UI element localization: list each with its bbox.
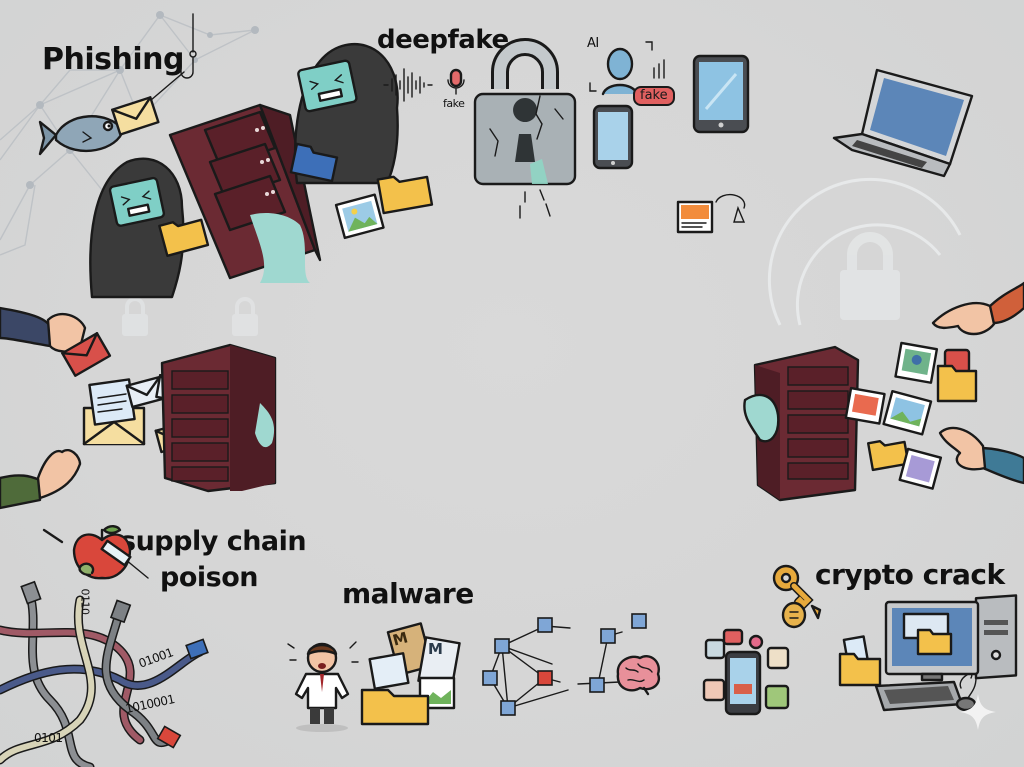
hand-icon	[0, 449, 82, 510]
server-rack-icon	[743, 345, 860, 502]
smartphone-icon	[592, 104, 634, 170]
hand-icon	[938, 426, 1024, 485]
laptop-icon	[832, 68, 974, 178]
server-rack-icon	[160, 343, 277, 493]
hooded-hacker-icon	[89, 157, 185, 299]
folder-icon	[866, 440, 910, 472]
folder-icon	[376, 175, 434, 215]
image-file-icon	[882, 389, 933, 436]
network-graph-icon	[482, 617, 623, 716]
network-graph-icon	[631, 613, 647, 629]
folder-icon	[158, 218, 210, 258]
smartphone-icon	[702, 628, 790, 716]
binary-text: 0101	[34, 731, 63, 745]
crypto-crack-label: crypto crack	[815, 558, 1005, 591]
binary-text: 0110	[78, 588, 92, 615]
fishing-hook-icon	[180, 13, 197, 79]
faint-padlock-icon	[840, 232, 900, 320]
folder-icon	[936, 348, 978, 403]
ai-tag: AI	[587, 36, 599, 51]
fish-icon	[38, 115, 125, 156]
worm-icon	[78, 562, 95, 577]
syringe-icon	[42, 528, 149, 579]
network-background	[0, 11, 259, 256]
mic-caption: fake	[443, 97, 465, 110]
deepfake-label: deepfake	[377, 25, 509, 55]
key-icon	[772, 564, 822, 620]
worried-man-icon	[287, 641, 359, 732]
folder-icon	[838, 635, 882, 687]
phishing-label: Phishing	[42, 42, 184, 77]
sound-wave-icon	[383, 68, 433, 102]
faint-locks-background	[122, 297, 258, 336]
envelope-icon	[61, 332, 112, 377]
hand-icon	[931, 281, 1024, 336]
image-file-icon	[898, 447, 943, 490]
envelope-icon	[82, 378, 146, 446]
supply-chain-label-line1: supply chain	[120, 526, 307, 557]
fake-badge: fake	[633, 86, 675, 106]
supply-chain-label-line2: poison	[160, 562, 258, 593]
folder-icon	[289, 142, 339, 183]
envelope-icon	[111, 96, 160, 136]
microphone-icon	[447, 68, 465, 95]
image-file-icon	[334, 193, 385, 240]
cracked-padlock-icon	[473, 38, 577, 219]
malware-label: malware	[342, 577, 474, 610]
webcam-icon	[676, 193, 746, 234]
image-file-icon	[844, 386, 886, 425]
tablet-icon	[692, 54, 750, 134]
desktop-computer-icon	[874, 594, 1018, 712]
envelope-icon	[125, 375, 167, 409]
network-cable-icon	[0, 580, 209, 767]
hooded-hacker-icon	[293, 43, 399, 185]
image-file-icon	[894, 341, 939, 384]
folder-icon	[360, 622, 461, 726]
data-leak	[250, 213, 310, 283]
brain-icon	[616, 655, 661, 696]
sparkle-icon	[960, 694, 996, 730]
security-hud-background	[767, 177, 962, 326]
coin-icon	[781, 601, 807, 629]
folder-letter: M	[428, 640, 443, 658]
